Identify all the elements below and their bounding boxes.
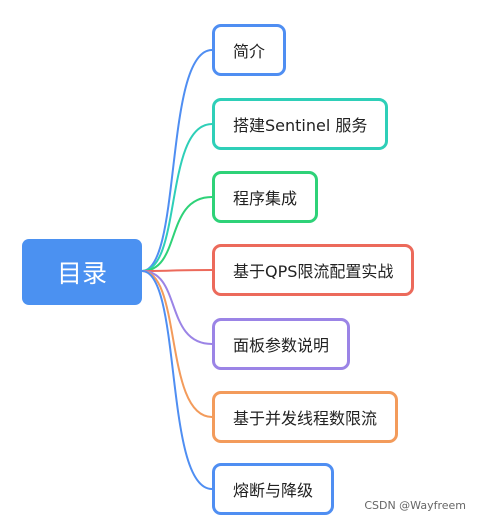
connector-line [141,270,213,418]
root-node[interactable]: 目录 [22,239,142,305]
connector-line [141,49,213,272]
branch-thread-limit[interactable]: 基于并发线程数限流 [212,391,399,443]
branch-intro[interactable]: 简介 [212,24,287,76]
connector-line [141,123,213,272]
branch-integration[interactable]: 程序集成 [212,171,319,223]
branch-setup-sentinel[interactable]: 搭建Sentinel 服务 [212,98,389,150]
connector-line [141,196,213,272]
connector-line [141,270,213,490]
branch-circuit-breaker[interactable]: 熔断与降级 [212,463,335,515]
branch-panel-params[interactable]: 面板参数说明 [212,318,351,370]
branch-qps-limit[interactable]: 基于QPS限流配置实战 [212,244,415,296]
connector-line [141,269,213,272]
connector-line [141,270,213,345]
watermark: CSDN @Wayfreem [364,499,466,512]
